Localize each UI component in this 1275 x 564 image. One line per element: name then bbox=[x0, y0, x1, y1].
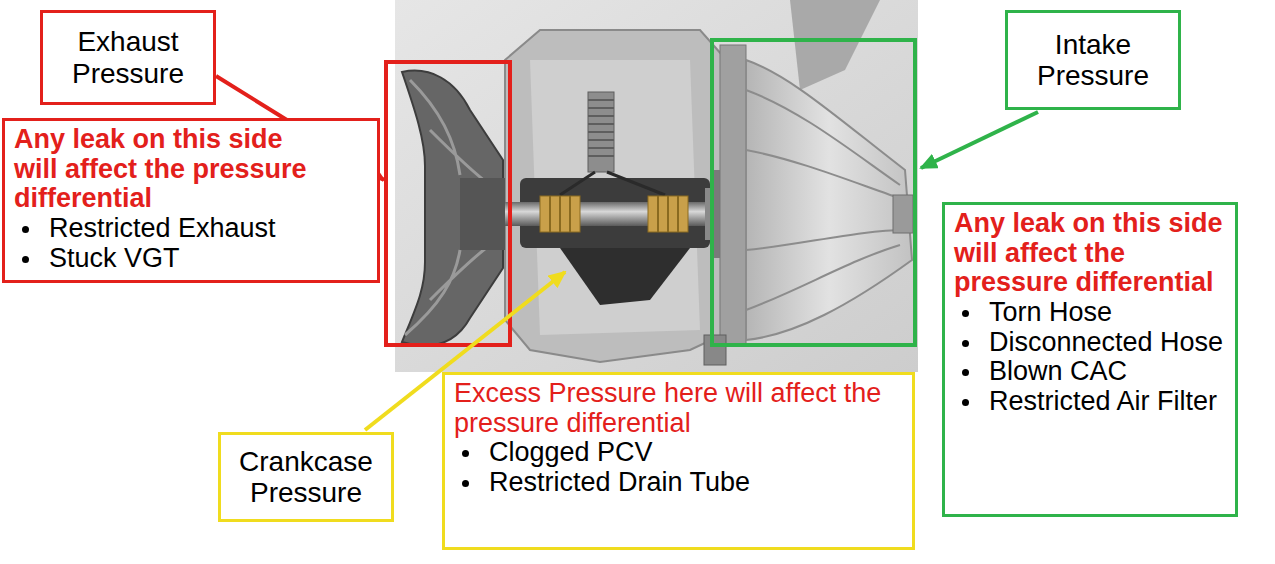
box-label: Exhaust Pressure bbox=[49, 26, 207, 89]
bullet-text: Disconnected Hose bbox=[989, 328, 1223, 358]
bullet-item: Restricted Air Filter bbox=[954, 387, 1226, 417]
bullet-text: Stuck VGT bbox=[49, 244, 180, 274]
bullet-dot bbox=[462, 480, 469, 487]
bullet-item: Disconnected Hose bbox=[954, 328, 1226, 358]
bullet-text: Torn Hose bbox=[989, 298, 1112, 328]
callout-box: Excess Pressure here will affect the pre… bbox=[442, 372, 915, 550]
box-label: Crankcase Pressure bbox=[227, 446, 385, 509]
bullet-text: Restricted Drain Tube bbox=[489, 468, 750, 498]
compressor-wheel bbox=[746, 60, 912, 340]
bolt-thread bbox=[588, 100, 614, 156]
oil-channel bbox=[560, 172, 665, 195]
bullet-dot bbox=[22, 256, 29, 263]
bullet-text: Clogged PCV bbox=[489, 438, 653, 468]
callout-box: Any leak on this side will affect the pr… bbox=[942, 202, 1238, 517]
bullet-dot bbox=[962, 340, 969, 347]
bullet-text: Restricted Air Filter bbox=[989, 387, 1217, 417]
box-label: Intake Pressure bbox=[1014, 29, 1172, 92]
leader-arrow bbox=[921, 112, 1038, 168]
callout-heading: Any leak on this side will affect the pr… bbox=[14, 125, 319, 214]
bullet-item: Stuck VGT bbox=[14, 244, 368, 274]
compressor-housing bbox=[790, 0, 880, 90]
bullet-dot bbox=[962, 310, 969, 317]
bullet-text: Blown CAC bbox=[989, 357, 1127, 387]
bullet-item: Restricted Drain Tube bbox=[454, 468, 903, 498]
oil-drain-cavity bbox=[560, 248, 690, 305]
turbine-hub bbox=[460, 178, 505, 250]
callout-heading: Excess Pressure here will affect the pre… bbox=[454, 379, 903, 438]
oil-feed-bolt bbox=[588, 92, 614, 172]
callout-box: Any leak on this side will affect the pr… bbox=[2, 118, 380, 283]
bullet-item: Blown CAC bbox=[954, 357, 1226, 387]
compressor-blade bbox=[746, 90, 905, 310]
exhaust-side-frame bbox=[386, 62, 510, 345]
housing-nut bbox=[704, 335, 726, 365]
turbo-shaft bbox=[480, 202, 735, 226]
bullet-dot bbox=[962, 369, 969, 376]
callout-heading: Any leak on this side will affect the pr… bbox=[954, 209, 1226, 298]
label-box: Exhaust Pressure bbox=[40, 10, 216, 105]
compressor-nut bbox=[893, 195, 913, 233]
intake-side-frame bbox=[712, 40, 915, 345]
bullet-dot bbox=[462, 450, 469, 457]
center-housing bbox=[505, 30, 722, 362]
label-box: Intake Pressure bbox=[1005, 10, 1181, 110]
bearing-groove bbox=[550, 196, 678, 232]
bullet-dot bbox=[22, 226, 29, 233]
photo-ground bbox=[395, 0, 918, 372]
bullet-item: Restricted Exhaust bbox=[14, 214, 368, 244]
bullet-item: Clogged PCV bbox=[454, 438, 903, 468]
bullet-text: Restricted Exhaust bbox=[49, 214, 276, 244]
bullet-item: Torn Hose bbox=[954, 298, 1226, 328]
compressor-backplate bbox=[720, 45, 746, 345]
label-box: Crankcase Pressure bbox=[218, 432, 394, 522]
bullet-dot bbox=[962, 399, 969, 406]
